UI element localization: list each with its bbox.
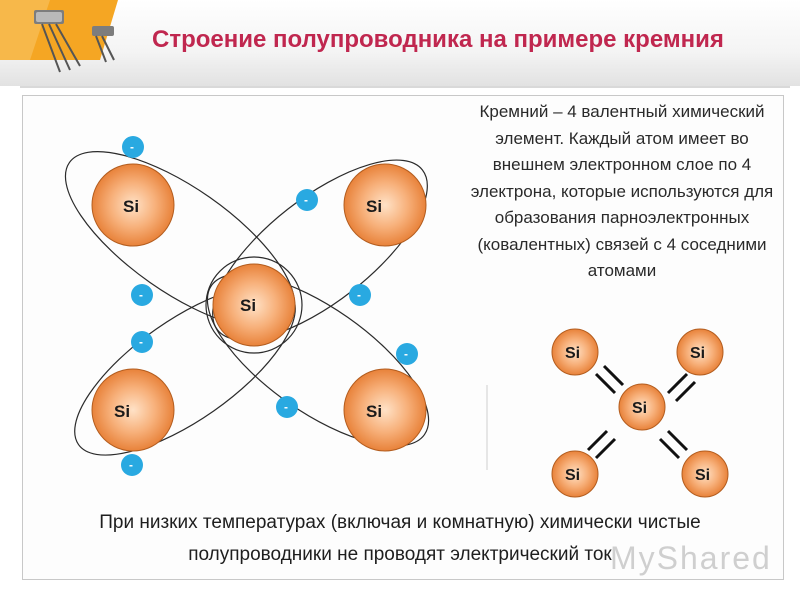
electron: - <box>122 136 144 158</box>
electron: - <box>296 189 318 211</box>
electron: - <box>349 284 371 306</box>
svg-text:-: - <box>139 335 143 349</box>
svg-text:-: - <box>139 288 143 302</box>
description-text: Кремний – 4 валентный химический элемент… <box>470 102 774 280</box>
atom-label: Si <box>366 402 382 421</box>
electron: - <box>276 396 298 418</box>
atom-top-left: Si <box>91 163 175 247</box>
atom-bottom-right: Si <box>343 368 427 452</box>
svg-text:-: - <box>284 400 288 414</box>
electron: - <box>121 454 143 476</box>
atom-model-atoms: Si Si Si Si Si <box>91 163 427 452</box>
atom-bottom-left: Si <box>91 368 175 452</box>
svg-text:Si: Si <box>632 400 647 417</box>
svg-text:-: - <box>357 288 361 302</box>
atom-label: Si <box>123 197 139 216</box>
atom-top-right: Si <box>343 163 427 247</box>
footer-note: При низких температурах (включая и комна… <box>99 512 701 565</box>
header-band <box>0 0 800 86</box>
svg-text:Si: Si <box>690 345 705 362</box>
atom-label: Si <box>366 197 382 216</box>
electron-group: - - - - - - - - <box>121 136 418 476</box>
slide-title: Строение полупроводника на примере кремн… <box>152 26 724 53</box>
watermark: MyShared <box>610 540 772 576</box>
bond-atom-top-left: Si <box>551 328 599 376</box>
bond-atom-top-right: Si <box>676 328 724 376</box>
electron: - <box>131 331 153 353</box>
bond-atom-center: Si <box>618 383 666 431</box>
atom-label: Si <box>240 296 256 315</box>
svg-text:Si: Si <box>565 467 580 484</box>
svg-text:-: - <box>304 193 308 207</box>
svg-text:-: - <box>129 458 133 472</box>
bond-line <box>586 364 697 460</box>
atom-center: Si <box>212 263 296 347</box>
header-divider <box>20 86 790 88</box>
svg-text:-: - <box>130 140 134 154</box>
svg-text:Si: Si <box>695 467 710 484</box>
electron: - <box>131 284 153 306</box>
orbit-center-ring <box>205 256 303 354</box>
svg-text:Si: Si <box>565 345 580 362</box>
bond-atom-bottom-right: Si <box>681 450 729 498</box>
bond-scheme: Si Si Si Si Si <box>551 328 729 498</box>
svg-text:-: - <box>404 347 408 361</box>
electron: - <box>396 343 418 365</box>
atom-label: Si <box>114 402 130 421</box>
transistor-logo-icon <box>0 0 118 73</box>
bond-atom-bottom-left: Si <box>551 450 599 498</box>
